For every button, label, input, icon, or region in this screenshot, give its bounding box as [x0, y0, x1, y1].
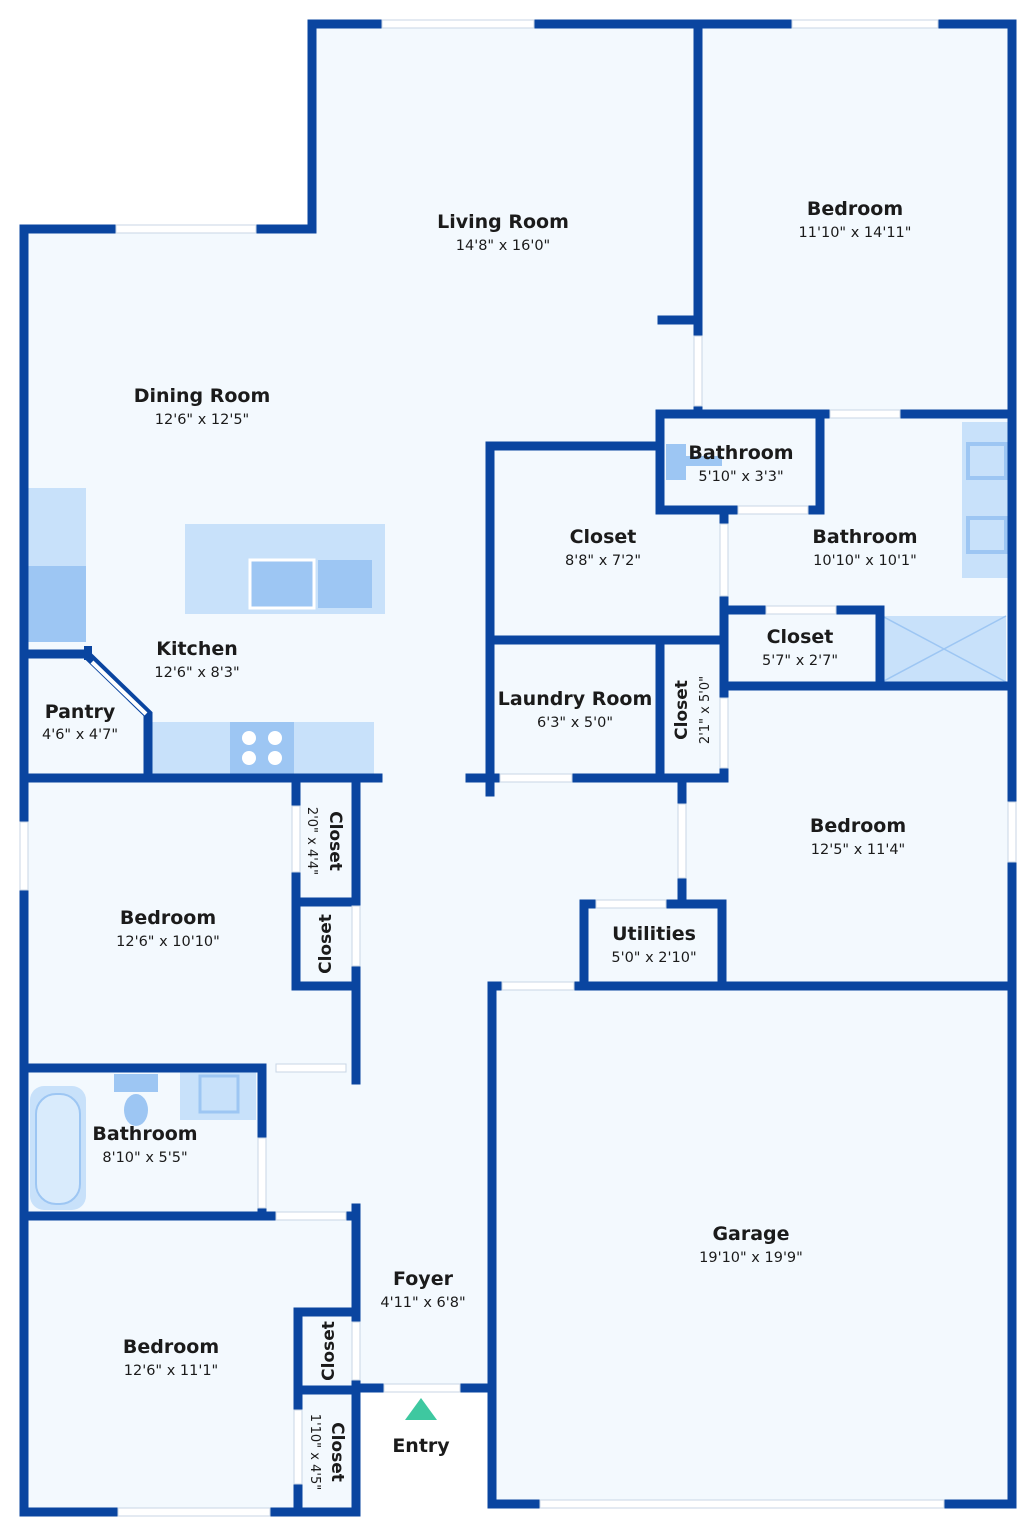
window	[19, 821, 29, 891]
room-dims: 4'6" x 4'7"	[42, 727, 118, 743]
room-name: Garage	[712, 1223, 789, 1245]
fridge-counter	[28, 488, 86, 566]
pantry-door	[90, 660, 148, 716]
room-dims: 2'1" x 5'0"	[698, 676, 713, 744]
room-name: Living Room	[437, 211, 569, 233]
room-name: Closet	[767, 626, 834, 648]
window	[117, 1507, 271, 1517]
room-labels: Living Room 14'8" x 16'0" Bedroom 11'10"…	[42, 198, 918, 1490]
door-gap	[501, 981, 575, 991]
room-dims: 12'6" x 11'1"	[124, 1363, 218, 1379]
window	[381, 19, 535, 29]
room-name: Closet	[325, 811, 345, 871]
toilet-bowl-icon	[124, 1094, 148, 1126]
burner-icon	[242, 731, 256, 745]
door-gap	[351, 1321, 361, 1381]
door-gap	[719, 523, 729, 597]
door-gap	[829, 409, 901, 419]
door-gap	[291, 805, 301, 873]
toilet-icon	[114, 1074, 158, 1092]
window	[115, 224, 257, 234]
sink-icon	[966, 442, 1008, 480]
room-dims: 8'10" x 5'5"	[102, 1150, 187, 1166]
room-dims: 5'0" x 2'10"	[611, 950, 696, 966]
fixtures	[28, 422, 1008, 1210]
room-dims: 2'0" x 4'4"	[304, 807, 319, 875]
bathtub-inner-icon	[35, 1093, 81, 1205]
room-dims: 5'7" x 2'7"	[762, 653, 838, 669]
burner-icon	[268, 751, 282, 765]
toilet-icon	[666, 444, 686, 480]
entry-arrow-icon	[405, 1398, 437, 1420]
room-name: Bathroom	[688, 442, 793, 464]
sink-icon	[966, 516, 1008, 554]
floor-areas	[24, 24, 1012, 1512]
door-gap	[351, 905, 361, 967]
toilet-tank-icon	[686, 456, 722, 466]
burner-icon	[268, 731, 282, 745]
door-gap	[737, 505, 809, 515]
room-name: Closet	[327, 1422, 347, 1482]
fridge-icon	[28, 566, 86, 642]
room-name: Bedroom	[123, 1336, 219, 1358]
door-gap	[765, 605, 837, 615]
basin-icon	[198, 1074, 240, 1114]
room-name: Bedroom	[810, 815, 906, 837]
room-name: Bathroom	[812, 526, 917, 548]
room-dims: 12'6" x 10'10"	[116, 934, 220, 950]
dishwasher-icon	[318, 560, 372, 608]
room-name: Bedroom	[807, 198, 903, 220]
room-dims: 6'3" x 5'0"	[537, 715, 613, 731]
room-dims: 1'10" x 4'5"	[307, 1414, 322, 1490]
window	[539, 1499, 945, 1509]
room-name: Closet	[570, 526, 637, 548]
room-name: Bedroom	[120, 907, 216, 929]
room-name: Dining Room	[134, 385, 271, 407]
room-name: Pantry	[45, 701, 116, 723]
window	[791, 19, 939, 29]
room-dims: 12'6" x 8'3"	[154, 665, 239, 681]
entry-label: Entry	[392, 1435, 450, 1457]
shower-cross	[881, 615, 1007, 683]
room-dims: 11'10" x 14'11"	[799, 225, 912, 241]
room-name: Closet	[319, 1321, 339, 1381]
door-gap	[499, 773, 573, 783]
room-dims: 12'6" x 12'5"	[155, 412, 249, 428]
room-dims: 12'5" x 11'4"	[811, 842, 905, 858]
room-name: Closet	[672, 680, 692, 740]
stove-icon	[230, 722, 294, 774]
room-dims: 19'10" x 19'9"	[699, 1250, 803, 1266]
room-name: Closet	[316, 914, 336, 974]
door-gap	[719, 697, 729, 769]
kitchen-sink-icon	[248, 558, 316, 610]
room-name: Foyer	[393, 1268, 454, 1290]
room-dims: 10'10" x 10'1"	[813, 553, 917, 569]
burner-icon	[242, 751, 256, 765]
main-floor	[24, 24, 1012, 1512]
door-gap	[677, 803, 687, 879]
door-gap	[293, 1409, 303, 1485]
room-dims: 14'8" x 16'0"	[456, 238, 550, 254]
room-dims: 4'11" x 6'8"	[380, 1295, 465, 1311]
openings	[19, 19, 1017, 1517]
door-gap	[275, 1211, 347, 1221]
door-gap	[693, 335, 703, 407]
door-gap	[275, 1063, 347, 1073]
door-gap	[595, 899, 667, 909]
door-gap	[84, 646, 92, 660]
door-gap	[257, 1137, 267, 1209]
room-name: Kitchen	[156, 638, 238, 660]
room-dims: 8'8" x 7'2"	[565, 553, 641, 569]
entry-door	[383, 1383, 461, 1393]
window	[1007, 801, 1017, 863]
room-name: Utilities	[612, 923, 696, 945]
room-name: Laundry Room	[498, 688, 653, 710]
room-dims: 5'10" x 3'3"	[698, 469, 783, 485]
room-name: Bathroom	[92, 1123, 197, 1145]
